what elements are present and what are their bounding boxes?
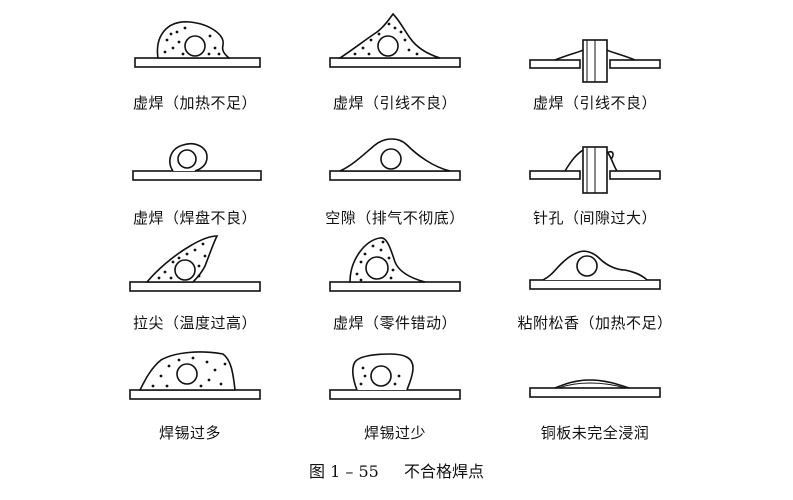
diagram-copper-incomplete-wetting: 铜板未完全浸润: [495, 340, 695, 450]
rosin-adhesion-insufficient-heat-drawing: [529, 250, 661, 290]
diagram-label: 虚焊（焊盘不良）: [132, 209, 257, 227]
cold-joint-bad-lead-2-drawing: [529, 39, 661, 83]
figure-title: 不合格焊点: [403, 462, 484, 481]
cold-joint-insufficient-heat-drawing: [134, 21, 261, 68]
diagram-cold-joint-insufficient-heat: 虚焊（加热不足）: [95, 10, 295, 120]
diagram-label: 铜板未完全浸润: [540, 424, 650, 442]
cold-joint-bad-pad-drawing: [132, 142, 262, 181]
diagram-label: 虚焊（引线不良）: [532, 94, 657, 112]
diagram-label: 针孔（间隙过大）: [532, 209, 657, 227]
diagram-label: 粘附松香（加热不足）: [517, 314, 673, 332]
diagram-insufficient-solder: 焊锡过少: [295, 340, 495, 450]
diagram-label: 空隙（排气不彻底）: [325, 209, 465, 227]
cold-joint-bad-lead-1-drawing: [329, 12, 461, 68]
cold-joint-component-shift-drawing: [329, 237, 461, 292]
diagram-cold-joint-bad-lead-2: 虚焊（引线不良）: [495, 10, 695, 120]
pinhole-large-gap-drawing: [529, 146, 661, 194]
diagram-excess-solder: 焊锡过多: [95, 340, 295, 450]
diagram-void-incomplete-venting: 空隙（排气不彻底）: [295, 125, 495, 235]
copper-incomplete-wetting-drawing: [529, 379, 661, 398]
excess-solder-drawing: [129, 351, 261, 400]
diagram-rosin-adhesion-insufficient-heat: 粘附松香（加热不足）: [495, 230, 695, 340]
figure-number: 图 1 – 55: [309, 462, 379, 481]
diagram-label: 焊锡过少: [363, 424, 426, 442]
diagram-cold-joint-bad-pad: 虚焊（焊盘不良）: [95, 125, 295, 235]
diagram-label: 拉尖（温度过高）: [132, 314, 257, 332]
diagram-cold-joint-component-shift: 虚焊（零件错动）: [295, 230, 495, 340]
figure-caption: 图 1 – 55 不合格焊点: [0, 458, 793, 482]
spike-high-temperature-drawing: [129, 235, 261, 292]
void-incomplete-venting-drawing: [329, 138, 461, 181]
diagram-label: 虚焊（引线不良）: [332, 94, 457, 112]
diagram-label: 虚焊（零件错动）: [332, 314, 457, 332]
diagram-label: 焊锡过多: [158, 424, 221, 442]
insufficient-solder-drawing: [329, 353, 461, 400]
diagram-spike-high-temperature: 拉尖（温度过高）: [95, 230, 295, 340]
diagram-pinhole-large-gap: 针孔（间隙过大）: [495, 125, 695, 235]
diagram-label: 虚焊（加热不足）: [132, 94, 257, 112]
diagram-cold-joint-bad-lead-1: 虚焊（引线不良）: [295, 10, 495, 120]
